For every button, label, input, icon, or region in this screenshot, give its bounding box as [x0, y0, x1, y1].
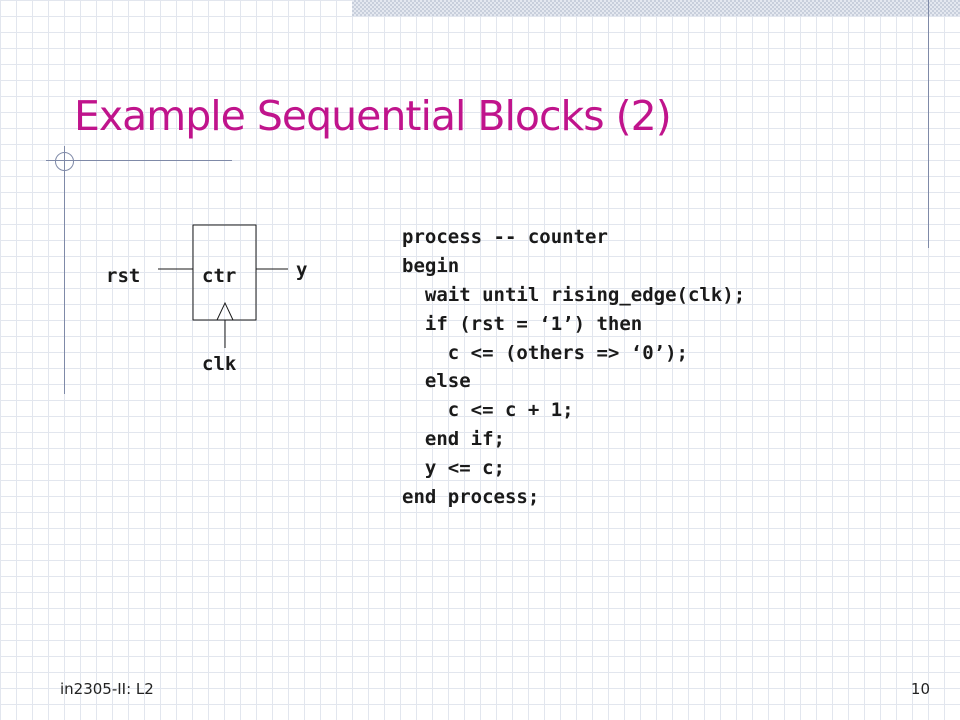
- code-line: if (rst = ‘1’) then: [402, 312, 643, 335]
- footer-course-label: in2305-II: L2: [60, 680, 154, 698]
- title-underline-rule: [46, 160, 232, 161]
- code-line: end if;: [402, 428, 505, 451]
- code-line: process -- counter: [402, 226, 608, 248]
- slide-title: Example Sequential Blocks (2): [74, 92, 672, 140]
- code-line: begin: [402, 254, 460, 277]
- footer-page-number: 10: [910, 680, 930, 698]
- code-line: else: [402, 370, 471, 393]
- code-line: wait until rising_edge(clk);: [402, 283, 746, 306]
- right-vertical-rule: [928, 0, 929, 248]
- corner-pattern: [352, 0, 960, 16]
- vhdl-code-block: process -- counter begin wait until risi…: [402, 223, 745, 512]
- left-vertical-rule: [64, 146, 65, 394]
- code-line: c <= c + 1;: [402, 399, 574, 422]
- rule-ring-ornament: [55, 152, 74, 171]
- ctr-block-label: ctr: [202, 265, 236, 287]
- clock-edge-triangle: [216, 301, 234, 321]
- code-line: y <= c;: [402, 457, 505, 480]
- clk-label: clk: [202, 353, 237, 375]
- code-line: end process;: [402, 486, 540, 509]
- rst-label: rst: [106, 265, 140, 287]
- y-output-label: y: [296, 259, 307, 281]
- code-line: c <= (others => ‘0’);: [402, 341, 688, 364]
